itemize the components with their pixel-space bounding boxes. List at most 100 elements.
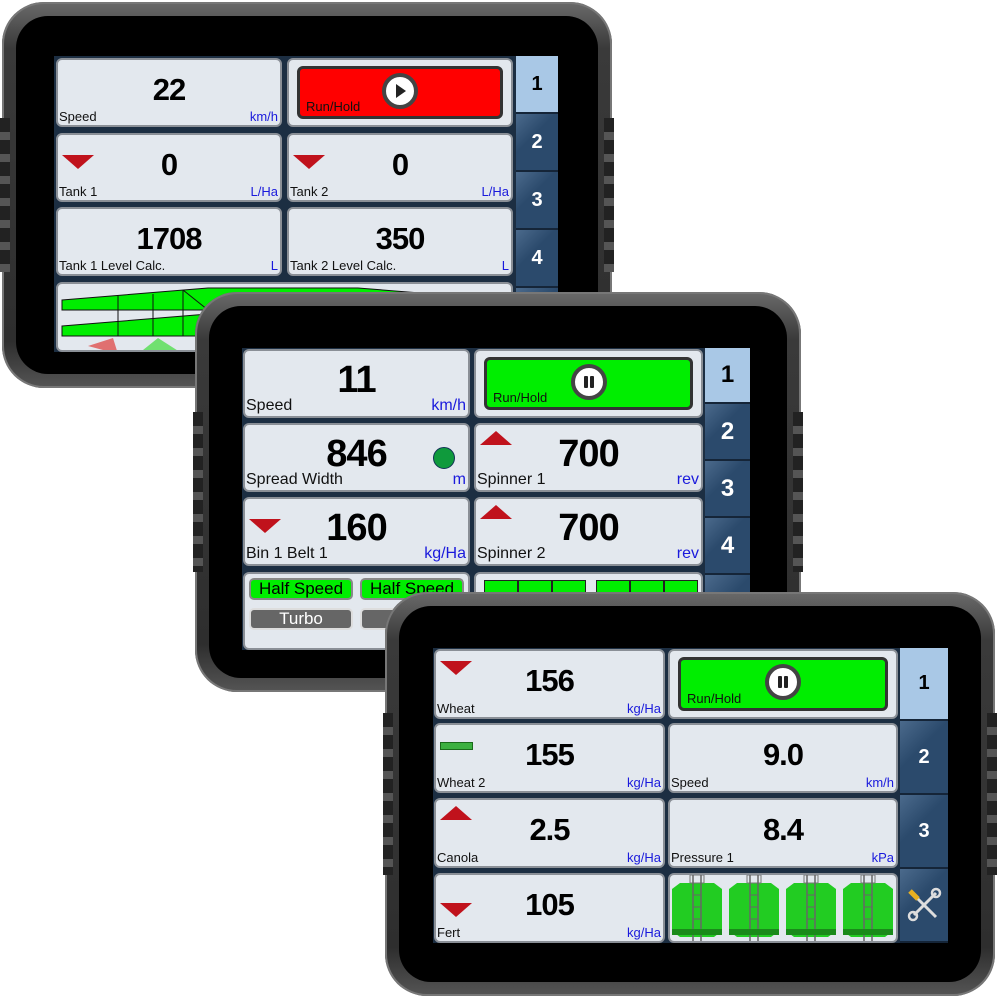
fert-label: Fert [437,925,461,940]
wheat-2-unit: kg/Ha [627,775,661,790]
turbo-button-1[interactable]: Turbo [249,608,353,630]
rate-down-icon [62,155,94,169]
tank-2-tile[interactable]: 0 Tank 2 L/Ha [287,133,513,202]
bin-1-belt-1-label: Bin 1 Belt 1 [246,545,328,562]
speed-tile[interactable]: 11 Speed km/h [243,349,470,418]
wrench-screwdriver-icon [907,887,942,922]
fert-tile[interactable]: 105 Fert kg/Ha [434,873,665,943]
tab-1[interactable]: 1 [900,648,948,721]
tank-1-label: Tank 1 [59,184,98,199]
tab-3[interactable]: 3 [516,172,558,230]
tab-4[interactable]: 4 [705,518,750,575]
tank-levels-tile[interactable] [668,873,898,943]
speed-tile[interactable]: 22 Speed km/h [56,58,282,127]
speed-label: Speed [59,109,97,124]
pressure-1-unit: kPa [871,850,894,865]
run-hold-tile: Run/Hold [668,649,898,719]
spinner-2-label: Spinner 2 [477,545,546,562]
rate-steady-icon [440,742,473,750]
rate-up-icon [480,505,512,519]
spinner-1-value: 700 [558,433,619,475]
tank-2-level-label: Tank 2 Level Calc. [290,258,397,273]
play-icon [382,72,418,109]
pressure-1-tile[interactable]: 8.4 Pressure 1 kPa [668,798,898,868]
pressure-1-label: Pressure 1 [671,850,734,865]
rate-down-icon [440,661,472,675]
half-speed-button-1[interactable]: Half Speed [249,578,353,600]
tank-levels-graphic [672,875,894,941]
pause-icon [765,664,801,700]
tab-4[interactable]: 4 [516,230,558,288]
tank-1-tile[interactable]: 0 Tank 1 L/Ha [56,133,282,202]
run-hold-label: Run/Hold [493,390,548,405]
spread-width-label: Spread Width [246,471,343,488]
fert-unit: kg/Ha [627,925,661,940]
fert-value: 105 [525,887,575,922]
bin-1-belt-1-unit: kg/Ha [424,545,466,562]
tab-1[interactable]: 1 [516,56,558,114]
spinner-1-unit: rev [676,471,699,488]
tank-2-unit: L/Ha [481,184,509,199]
wheat-2-label: Wheat 2 [437,775,486,790]
run-hold-button[interactable]: Run/Hold [678,657,888,711]
tab-2[interactable]: 2 [516,114,558,172]
spinner-2-tile[interactable]: 700 Spinner 2 rev [474,497,703,566]
bin-1-belt-1-tile[interactable]: 160 Bin 1 Belt 1 kg/Ha [243,497,470,566]
pause-icon [570,363,607,400]
spinner-1-label: Spinner 1 [477,471,546,488]
tank-2-label: Tank 2 [290,184,329,199]
speed-label: Speed [246,397,293,414]
tank-1-level-unit: L [270,258,278,273]
tank-1-level-value: 1708 [136,221,203,256]
spinner-2-unit: rev [676,545,699,562]
status-dot-icon [433,447,455,469]
speed-unit: km/h [249,109,278,124]
tank-2-level-unit: L [501,258,509,273]
tank-2-value: 0 [391,147,409,182]
rate-up-icon [480,431,512,445]
tablet-2-tabs: 1 2 3 4 [705,348,750,650]
tank-1-level-tile[interactable]: 1708 Tank 1 Level Calc. L [56,207,282,276]
tab-1[interactable]: 1 [705,348,750,404]
canola-unit: kg/Ha [627,850,661,865]
spread-width-value: 846 [326,433,387,475]
bin-1-belt-1-value: 160 [326,507,387,549]
speed-label: Speed [671,775,709,790]
run-hold-label: Run/Hold [306,99,361,114]
wheat-2-value: 155 [525,737,575,772]
rate-down-icon [249,519,281,533]
spread-width-unit: m [452,471,466,488]
speed-value: 11 [337,359,376,401]
speed-value: 22 [152,72,186,107]
run-hold-tile: Run/Hold [287,58,513,127]
canola-value: 2.5 [529,812,570,847]
settings-tab[interactable] [900,869,948,943]
wheat-2-tile[interactable]: 155 Wheat 2 kg/Ha [434,723,665,793]
canola-label: Canola [437,850,479,865]
tank-2-level-value: 350 [375,221,426,256]
tab-2[interactable]: 2 [900,721,948,795]
tank-1-value: 0 [160,147,178,182]
speed-tile[interactable]: 9.0 Speed km/h [668,723,898,793]
rate-up-icon [440,806,472,820]
tab-2[interactable]: 2 [705,404,750,461]
speed-unit: km/h [865,775,894,790]
wheat-unit: kg/Ha [627,701,661,716]
tank-1-level-label: Tank 1 Level Calc. [59,258,166,273]
run-hold-button[interactable]: Run/Hold [484,357,693,410]
spinner-1-tile[interactable]: 700 Spinner 1 rev [474,423,703,492]
run-hold-button[interactable]: Run/Hold [297,66,503,119]
run-hold-tile: Run/Hold [474,349,703,418]
wheat-tile[interactable]: 156 Wheat kg/Ha [434,649,665,719]
tank-2-level-tile[interactable]: 350 Tank 2 Level Calc. L [287,207,513,276]
spread-width-tile[interactable]: 846 Spread Width m [243,423,470,492]
wheat-label: Wheat [437,701,475,716]
tab-3[interactable]: 3 [900,795,948,869]
speed-unit: km/h [431,397,466,414]
tablet-3-tabs: 1 2 3 [900,648,948,943]
canola-tile[interactable]: 2.5 Canola kg/Ha [434,798,665,868]
tab-3[interactable]: 3 [705,461,750,518]
speed-value: 9.0 [762,737,804,772]
spinner-2-value: 700 [558,507,619,549]
tank-1-unit: L/Ha [250,184,278,199]
